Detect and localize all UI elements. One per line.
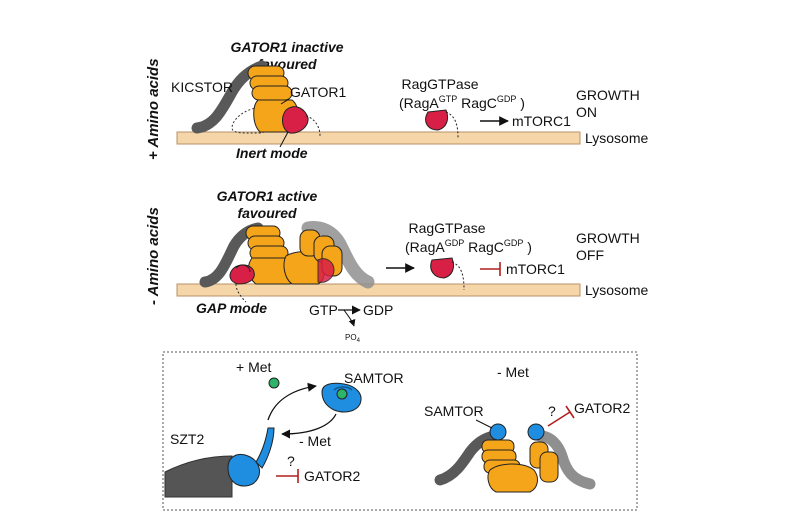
met-box: [162, 351, 638, 511]
gator1-complex-left: [245, 225, 295, 285]
szt2-label: SZT2: [170, 431, 204, 447]
kicstor-shape-right: [301, 221, 375, 289]
samtor-bound-szt2: [227, 454, 261, 487]
gtp-label: GTP: [309, 302, 338, 318]
inert-mode-label: Inert mode: [236, 145, 308, 161]
growth-label-mid-line1: GROWTH: [576, 230, 640, 246]
rag-composition-top: (RagAGTP RagCGDP ): [399, 94, 525, 111]
gap-mode-label: GAP mode: [196, 300, 267, 316]
side-label-minus-amino-acids: - Amino acids: [145, 207, 162, 305]
plus-met-label: + Met: [236, 359, 272, 375]
po4-label: PO4: [345, 333, 361, 344]
lysosome-membrane-mid: [176, 283, 581, 297]
gator2-label-left: GATOR2: [304, 468, 360, 484]
growth-label-mid-line2: OFF: [576, 247, 604, 263]
state-title-line1: GATOR1 inactive: [230, 39, 343, 55]
minus-met-title: - Met: [497, 364, 529, 380]
kicstor-shape-bottom-left: [434, 430, 500, 486]
lysosome-membrane-top: [176, 131, 581, 145]
rag-title-top: RagGTPase: [401, 76, 478, 92]
samtor-label-right: SAMTOR: [424, 403, 484, 419]
szt2-shape: [164, 455, 233, 498]
gator1-complex-bottom: [481, 439, 559, 493]
cycle-arrow-up: [267, 382, 317, 421]
methionine-molecule: [268, 377, 280, 389]
rag-composition-mid: (RagAGDP RagCGDP ): [405, 238, 532, 255]
lysosome-label-top: Lysosome: [585, 130, 649, 146]
lysosome-label-mid: Lysosome: [585, 282, 649, 298]
rag-free-top: [425, 109, 449, 131]
kicstor-shape-bottom-right: [534, 430, 596, 490]
rag-heterodimer-bound: [282, 106, 309, 134]
minus-met-arrow-label: - Met: [299, 433, 331, 449]
mtorc1-label-mid: mTORC1: [506, 261, 565, 277]
gator2-label-right: GATOR2: [574, 400, 630, 416]
growth-label-top-line1: GROWTH: [576, 87, 640, 103]
cycle-arrow-down: [281, 413, 337, 439]
samtor-on-gator1-right: [527, 423, 545, 441]
samtor-label: SAMTOR: [344, 370, 404, 386]
rag-title-mid: RagGTPase: [408, 220, 485, 236]
samtor-on-gator1-left: [489, 423, 507, 441]
gdp-label: GDP: [363, 302, 393, 318]
kicstor-label: KICSTOR: [171, 79, 233, 95]
state-title-line1: GATOR1 active: [217, 188, 318, 204]
question-right: ?: [548, 403, 556, 419]
inhibition-bar-gator2-right: [547, 411, 571, 427]
growth-label-top-line2: ON: [576, 104, 597, 120]
panel-amino-acids-minus: - Amino acids GATOR1 active favoured Lys…: [145, 188, 649, 344]
mtorc1-label-top: mTORC1: [512, 113, 571, 129]
side-label-plus-amino-acids: + Amino acids: [145, 58, 162, 160]
panel-amino-acids-plus: + Amino acids GATOR1 inactive favoured L…: [145, 39, 649, 161]
sam-bound: [336, 388, 348, 400]
rag-gap-right: [317, 258, 335, 283]
rag-free-mid: [430, 257, 455, 279]
question-left: ?: [287, 453, 295, 469]
panel-methionine-sensing: SZT2 + Met SAMTOR - Met ? GATOR2 - Met: [162, 351, 638, 511]
gator1-label: GATOR1: [290, 84, 346, 100]
state-title-line2: favoured: [237, 205, 297, 221]
